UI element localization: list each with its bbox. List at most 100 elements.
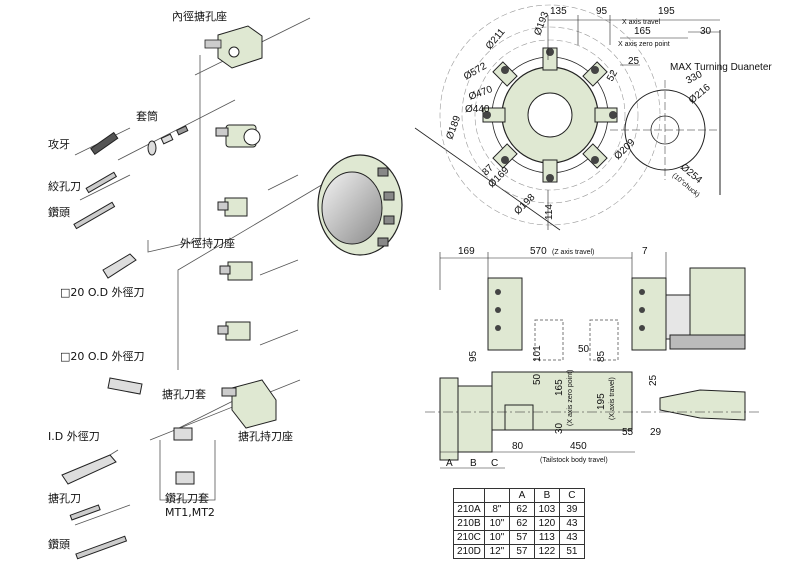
boring-holder-sketch [215,124,261,148]
spec-table-row: 210B 10" 62 120 43 [453,516,585,531]
label-drill: 鑽頭 [48,205,70,219]
label-id-od-tool: I.D 外徑刀 [48,430,100,443]
dim-phi440: Ø440 [465,104,490,115]
dim-B: B [470,458,477,469]
dim-C: C [491,458,498,469]
label-drill-2: 鑽頭 [48,537,70,551]
label-id-holder-seat: 內徑搪孔座 [172,9,227,23]
dim-29: 29 [650,427,662,438]
dim-tailstock: (Tailstock body travel) [540,457,608,464]
label-boring-sleeve: 搪孔刀套 [162,387,206,401]
machine-side-view [425,252,760,469]
dim-52: 52 [605,68,620,84]
spec-cell: 51 [558,544,585,559]
spec-cell: 210C [453,530,485,545]
turret-front-view [414,4,721,231]
spec-cell: 210A [453,502,485,517]
sleeve-sketch [147,125,189,156]
dim-30-bottom: 30 [554,422,565,434]
dim-114: 114 [544,204,555,220]
label-boring-holder-seat: 搪孔持刀座 [238,429,293,443]
od-holder-sketch-3 [217,321,251,341]
od-tool-sketch-2 [107,377,143,395]
spec-cell: 120 [533,516,560,531]
spec-table-header-row: A B C [453,488,585,503]
dim-195-bottom: 195 [596,393,607,410]
spec-cell: 43 [558,530,585,545]
spec-cell: 12" [483,544,510,559]
dim-25-bottom: 25 [648,374,659,386]
spec-cell: 10" [483,516,510,531]
spec-header-cell: B [533,488,560,503]
dim-85: 85 [596,350,607,362]
boring-holder-seat-sketch [221,379,277,429]
od-holder-sketch-1 [217,197,248,217]
spec-table-row: 210C 10" 57 113 43 [453,530,585,545]
label-reamer: 絞孔刀 [48,179,81,193]
spec-cell: 62 [508,502,535,517]
spec-cell: 62 [508,516,535,531]
id-od-tool-sketch [61,454,117,485]
dim-95-top: 95 [596,6,608,17]
label-tap: 攻牙 [48,137,70,151]
dim-95-bottom: 95 [468,350,479,362]
dim-50-a: 50 [578,344,590,355]
boring-tool-sketch [69,504,101,521]
dim-50-b: 50 [532,373,543,385]
drill-sketch [73,201,116,230]
dim-phi198: Ø198 [512,192,537,217]
dim-450: 450 [570,441,587,452]
label-mt: MT1,MT2 [165,506,215,519]
spec-cell: 57 [508,530,535,545]
spec-cell: 43 [558,516,585,531]
dim-30-top: 30 [700,26,712,37]
dim-x-travel-top: X axis travel [622,19,661,26]
od-tool-sketch-1 [102,253,137,279]
spec-header-cell [483,488,510,503]
reamer-sketch [85,171,118,194]
dim-101: 101 [532,345,543,362]
spec-cell: 122 [533,544,560,559]
spec-header-cell [453,488,485,503]
dim-165-bottom: 165 [554,379,565,396]
spec-header-cell: A [508,488,535,503]
dim-570: 570 [530,246,547,257]
spec-cell: 103 [533,502,560,517]
dim-165-top: 165 [634,26,651,37]
spec-cell: 113 [533,530,560,545]
spec-table-row: 210D 12" 57 122 51 [453,544,585,559]
spec-header-cell: C [558,488,585,503]
spec-cell: 210D [453,544,485,559]
dim-phi209: Ø209 [612,137,637,162]
label-boring-tool: 搪孔刀 [48,491,81,505]
spec-cell: 8" [483,502,510,517]
label-od-tool-1: □20 O.D 外徑刀 [60,286,145,299]
spec-cell: 210B [453,516,485,531]
spec-table-row: 210A 8" 62 103 39 [453,502,585,517]
dim-phi470: Ø470 [467,84,494,103]
dim-x-travel-bottom: (X axis travel) [609,377,616,420]
dim-z-travel: (Z axis travel) [552,249,594,256]
boring-sleeve-sketch [173,427,193,441]
id-holder-seat-sketch [204,25,263,69]
spec-cell: 10" [483,530,510,545]
dim-phi211: Ø211 [484,26,508,52]
spec-cell: 57 [508,544,535,559]
dim-135: 135 [550,6,567,17]
label-max-turning: MAX Turning Duaneter [670,62,772,73]
dim-x-zero-top: X axis zero point [618,41,670,48]
dim-25-top: 25 [628,56,640,67]
dim-195-top: 195 [658,6,675,17]
dim-phi189: Ø189 [444,114,463,141]
label-drill-sleeve: 鑽孔刀套 [165,491,209,505]
turret-disc-sketch [317,154,403,256]
dim-phi193: Ø193 [532,10,551,37]
spec-table: A B C 210A 8" 62 103 39 210B 10" 62 120 … [453,488,585,559]
drill-sketch-2 [75,535,128,560]
dim-169: 169 [458,246,475,257]
drill-sleeve-sketch [175,471,195,485]
label-od-tool-2: □20 O.D 外徑刀 [60,350,145,363]
dim-80: 80 [512,441,524,452]
